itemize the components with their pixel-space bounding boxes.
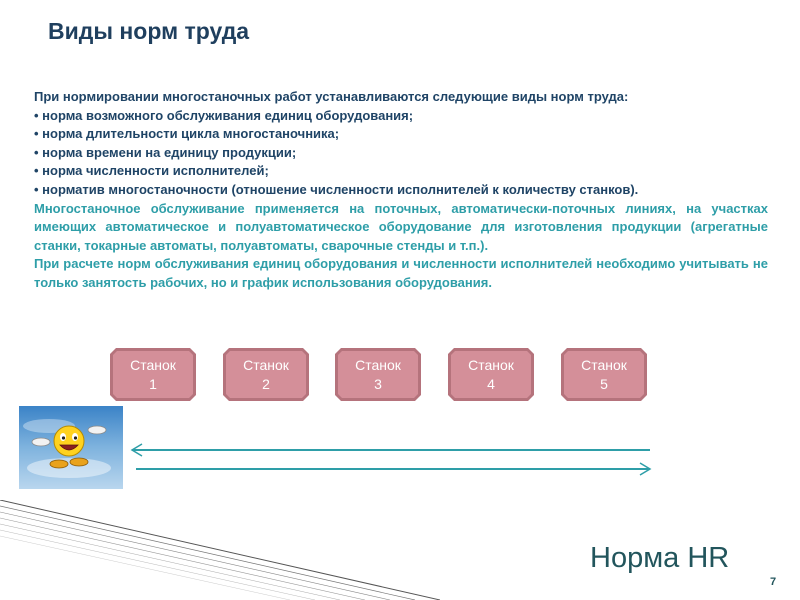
machine-label: Станок: [355, 356, 401, 373]
smiley-face-icon: [19, 406, 123, 489]
corner-decoration: [0, 500, 440, 600]
machine-label: Станок: [243, 356, 289, 373]
machine-number: 5: [600, 375, 608, 392]
bullet-item: • норма времени на единицу продукции;: [34, 144, 297, 160]
paragraph-calculation: При расчете норм обслуживания единиц обо…: [34, 256, 768, 290]
machine-label: Станок: [468, 356, 514, 373]
machine-number: 4: [487, 375, 495, 392]
machine-box-3: Станок 3: [335, 348, 421, 401]
machine-number: 2: [262, 375, 270, 392]
machine-label: Станок: [581, 356, 627, 373]
machine-number: 3: [374, 375, 382, 392]
bullet-item: • норматив многостаночности (отношение ч…: [34, 181, 639, 197]
machine-box-4: Станок 4: [448, 348, 534, 401]
bullet-item: • норма длительности цикла многостаночни…: [34, 126, 340, 142]
bullet-item: • норма численности исполнителей;: [34, 163, 269, 179]
machine-row: Станок 1 Станок 2 Станок 3 Станок 4 Стан…: [110, 348, 655, 403]
intro-text: При нормировании многостаночных работ ус…: [34, 89, 629, 104]
machine-box-2: Станок 2: [223, 348, 309, 401]
machine-label: Станок: [130, 356, 176, 373]
paragraph-usage: Многостаночное обслуживание применяется …: [34, 200, 768, 253]
slide-body: При нормировании многостаночных работ ус…: [34, 88, 768, 293]
machine-box-1: Станок 1: [110, 348, 196, 401]
bullet-item: • норма возможного обслуживания единиц о…: [34, 107, 414, 123]
slide-title: Виды норм труда: [48, 18, 250, 44]
machine-box-5: Станок 5: [561, 348, 647, 401]
machine-number: 1: [149, 375, 157, 392]
page-number: 7: [770, 576, 777, 588]
brand-name: Норма HR: [590, 542, 730, 574]
double-arrow-lines: [130, 443, 652, 476]
